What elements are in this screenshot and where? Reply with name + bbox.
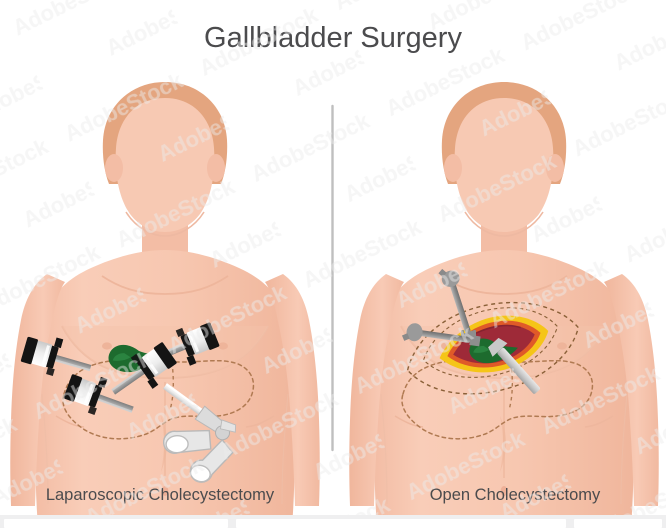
thumbnail-strip <box>0 515 666 528</box>
stock-watermark <box>0 0 666 515</box>
